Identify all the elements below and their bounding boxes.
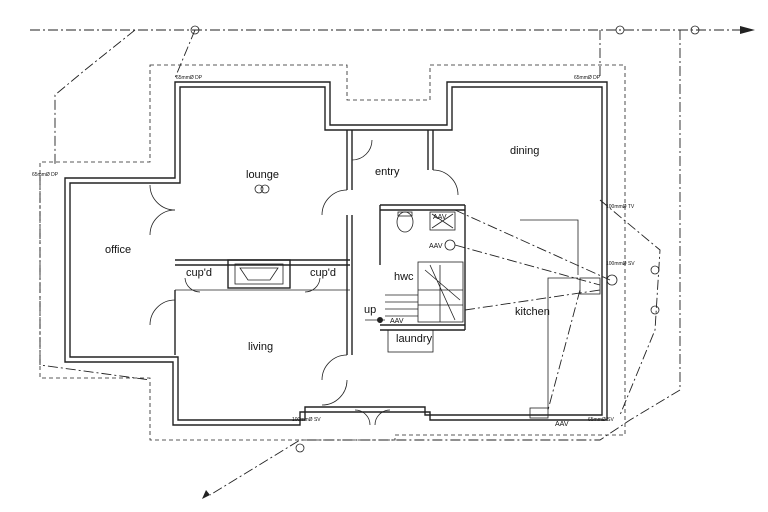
room-label-living: living — [248, 341, 273, 353]
label-aav-4: AAV — [555, 421, 569, 428]
label-tv: 100mmØ TV — [606, 204, 635, 210]
room-label-office: office — [105, 244, 131, 256]
drainage-lines — [30, 29, 750, 496]
label-aav-1: AAV — [433, 214, 447, 221]
outer-walls — [64, 81, 608, 426]
internal-walls — [174, 130, 466, 355]
label-dp-left: 65mmØ DP — [32, 172, 59, 178]
label-sv-bottom-right: 65mmØ SV — [588, 417, 615, 423]
door-swings — [149, 139, 459, 426]
label-aav-2: AAV — [429, 243, 443, 250]
label-dp-top-left: 65mmØ DP — [176, 75, 203, 81]
label-aav-3: AAV — [390, 318, 404, 325]
room-label-laundry: laundry — [396, 333, 433, 345]
room-label-dining: dining — [510, 145, 539, 157]
inspection-points — [190, 25, 700, 453]
label-dp-top-right: 65mmØ DP — [574, 75, 601, 81]
label-sv-bottom-left: 100mmØ SV — [292, 417, 321, 423]
room-label-entry: entry — [375, 166, 400, 178]
room-label-cupd-left: cup'd — [186, 267, 212, 279]
room-label-hwc: hwc — [394, 271, 414, 283]
room-label-cupd-right: cup'd — [310, 267, 336, 279]
outfall-arrow-icon — [740, 26, 755, 34]
room-label-kitchen: kitchen — [515, 306, 550, 318]
room-label-lounge: lounge — [246, 169, 279, 181]
room-label-up: up — [364, 304, 376, 316]
label-sv-mid: 100mmØ SV — [606, 261, 635, 267]
kitchen-bench — [520, 219, 579, 410]
stairs — [365, 261, 464, 323]
outfall-arrow-left-icon — [202, 490, 210, 499]
